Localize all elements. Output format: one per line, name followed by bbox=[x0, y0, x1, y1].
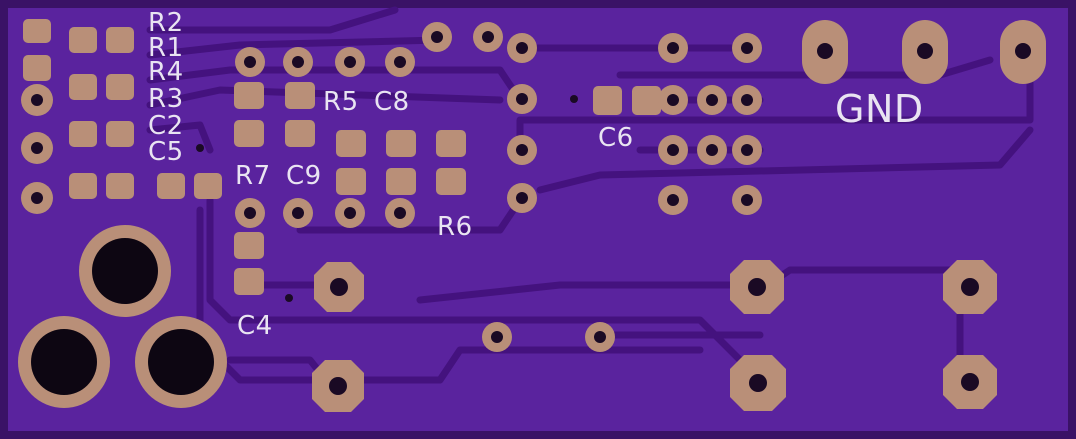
gnd-oval-pads bbox=[802, 20, 1046, 84]
label-c5: C5 bbox=[148, 137, 184, 167]
octagon-pads bbox=[312, 260, 997, 412]
smd-pads bbox=[23, 19, 661, 295]
label-r6: R6 bbox=[437, 212, 473, 242]
label-c6: C6 bbox=[598, 123, 634, 153]
label-r4: R4 bbox=[148, 57, 184, 87]
label-r7: R7 bbox=[235, 161, 271, 191]
label-gnd: GND bbox=[835, 87, 924, 131]
vias bbox=[196, 95, 578, 302]
label-c4: C4 bbox=[237, 311, 273, 341]
label-r2: R2 bbox=[148, 8, 184, 38]
label-r3: R3 bbox=[148, 84, 184, 114]
label-c8: C8 bbox=[374, 87, 410, 117]
label-r1: R1 bbox=[148, 33, 184, 63]
mounting-holes bbox=[18, 225, 227, 408]
label-c9: C9 bbox=[286, 161, 322, 191]
label-r5: R5 bbox=[323, 87, 359, 117]
through-hole-pads bbox=[21, 22, 762, 352]
label-c2: C2 bbox=[148, 111, 184, 141]
